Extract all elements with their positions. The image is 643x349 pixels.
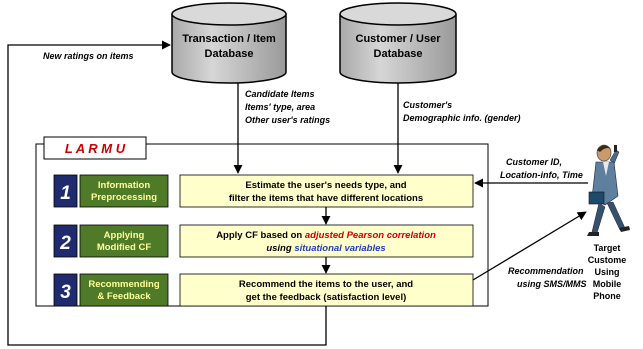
customer-database: Customer / User Database	[339, 2, 457, 84]
step-2-desc-line2-prefix: using	[266, 243, 294, 254]
step-1-label-line2: Preprocessing	[91, 192, 157, 203]
step-3-number: 3	[60, 282, 71, 303]
step-2-desc-line2: using situational variables	[266, 243, 385, 254]
new-ratings-label: New ratings on items	[43, 51, 134, 61]
items-type-label: Items' type, area	[245, 102, 315, 112]
step-1-number: 1	[60, 183, 71, 204]
customers-label: Customer's	[403, 100, 452, 110]
transaction-db-line2: Database	[205, 48, 254, 60]
target-caption-line4: Mobile	[593, 279, 622, 289]
other-ratings-label: Other user's ratings	[245, 115, 330, 125]
target-customer-caption: Target Custome Using Mobile Phone	[588, 243, 627, 301]
customer-db-line2: Database	[374, 48, 423, 60]
demographic-label: Demographic info. (gender)	[403, 113, 521, 123]
step-2: 2 Applying Modified CF Apply CF based on…	[53, 224, 474, 258]
sms-mms-label: using SMS/MMS	[517, 279, 587, 289]
step-3-desc-line1: Recommend the items to the user, and	[239, 279, 413, 290]
step-2-desc-line2-highlight: situational variables	[294, 243, 385, 254]
transaction-db-line1: Transaction / Item	[182, 33, 276, 45]
step-2-number: 2	[59, 233, 71, 254]
step-2-desc-line1-highlight: adjusted Pearson correlation	[305, 230, 436, 241]
target-caption-line3: Using	[594, 267, 619, 277]
step-1-desc-line1: Estimate the user's needs type, and	[245, 180, 406, 191]
step-2-label-line1: Applying	[104, 230, 145, 241]
larmu-title-box	[43, 136, 147, 160]
step-1-desc-line2: filter the items that have different loc…	[229, 193, 423, 204]
step-3-label-line1: Recommending	[88, 279, 159, 290]
step-2-desc-line1: Apply CF based on adjusted Pearson corre…	[216, 230, 436, 241]
target-caption-line2: Custome	[588, 255, 627, 265]
step-3-desc-line2: get the feedback (satisfaction level)	[246, 292, 407, 303]
step-1-label-line1: Information	[98, 180, 150, 191]
candidate-items-label: Candidate Items	[245, 89, 315, 99]
customer-db-line1: Customer / User	[356, 33, 442, 45]
target-caption-line1: Target	[594, 243, 621, 253]
target-caption-line5: Phone	[593, 291, 621, 301]
step-2-desc-line1-prefix: Apply CF based on	[216, 230, 305, 241]
recommendation-label: Recommendation	[508, 266, 584, 276]
step-3-label-line2: & Feedback	[97, 291, 151, 302]
step-1: 1 Information Preprocessing Estimate the…	[53, 174, 474, 208]
recommendation-arrow	[472, 211, 587, 281]
location-info-label: Location-info, Time	[500, 170, 583, 180]
step-3: 3 Recommending & Feedback Recommend the …	[53, 273, 474, 307]
target-customer-icon	[587, 144, 630, 236]
larmu-title: L A R M U	[65, 141, 126, 156]
feedback-loop-line	[7, 40, 327, 346]
customer-id-label: Customer ID,	[506, 157, 562, 167]
step-2-label-line2: Modified CF	[97, 242, 152, 253]
transaction-database: Transaction / Item Database	[171, 2, 287, 84]
